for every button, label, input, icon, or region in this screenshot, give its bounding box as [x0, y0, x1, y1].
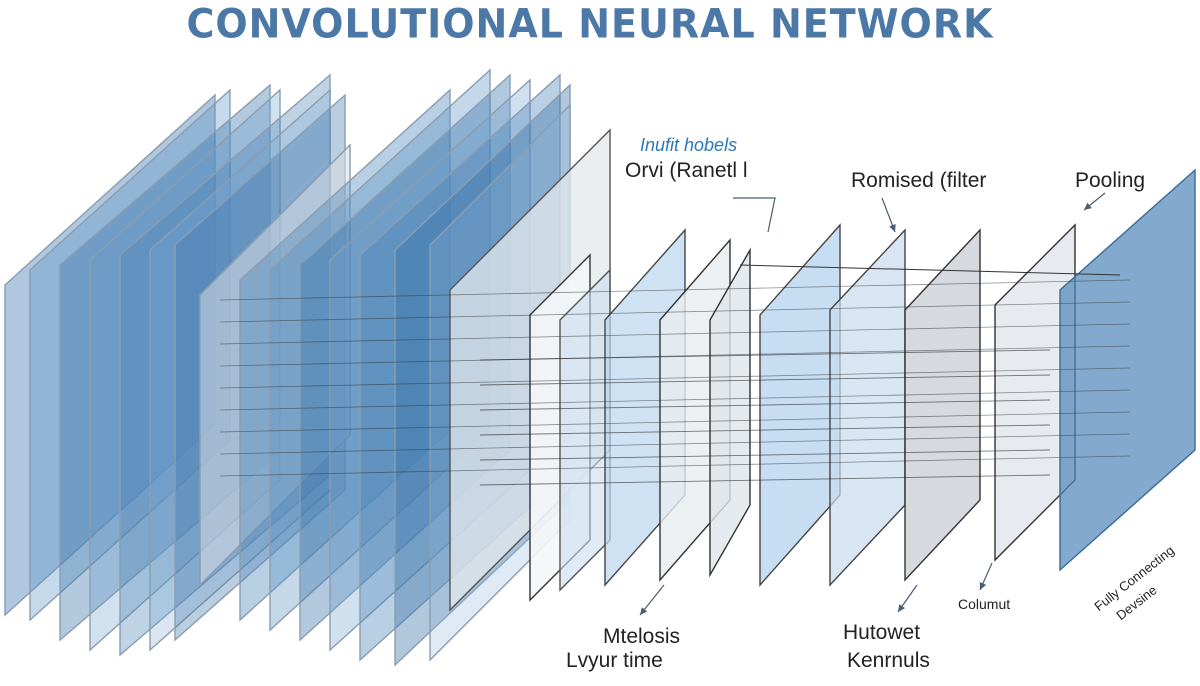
connection-line	[479, 424, 1051, 436]
connection-line	[219, 433, 1131, 455]
label-mtelosis: Mtelosis	[603, 625, 681, 648]
arrow-head	[640, 607, 648, 615]
connection-line	[219, 301, 1131, 323]
arrow-head	[898, 604, 905, 612]
arrow-head	[889, 224, 896, 232]
connection-line	[219, 389, 1131, 411]
layer-plane	[904, 228, 981, 582]
connection-line	[219, 367, 1131, 389]
diagram-title: CONVOLUTIONAL NEURAL NETWORK	[186, 0, 994, 48]
connection-line	[219, 411, 1131, 433]
label-pooling: Pooling	[1075, 169, 1146, 192]
label-hutowet: Hutowet	[843, 621, 921, 644]
connection-line	[219, 279, 1131, 301]
pointer-arrow	[733, 197, 776, 233]
connection-line	[219, 345, 1131, 367]
connection-line	[219, 455, 1131, 477]
label-orvi-ranetl: Orvi (Ranetl l	[625, 159, 748, 182]
label-inufit-hobels: Inufit hobels	[640, 135, 738, 155]
layer-plane	[1059, 168, 1196, 572]
label-kenrnuls: Kenrnuls	[847, 649, 930, 672]
label-columut: Columut	[958, 596, 1011, 612]
label-romised-filter: Romised (filter	[851, 169, 987, 192]
connection-line	[739, 264, 1121, 276]
connection-line	[479, 449, 1051, 461]
layer-plane	[709, 247, 751, 578]
arrow-head	[1084, 202, 1092, 210]
layer-plane	[829, 228, 906, 587]
connection-line	[219, 323, 1131, 345]
layer-plane	[559, 268, 611, 592]
connection-line	[479, 349, 1051, 361]
connection-line	[479, 474, 1051, 486]
arrow-head	[979, 582, 987, 590]
label-lvyur-time: Lvyur time	[566, 649, 663, 672]
connection-line	[479, 374, 1051, 386]
connection-line	[479, 399, 1051, 411]
